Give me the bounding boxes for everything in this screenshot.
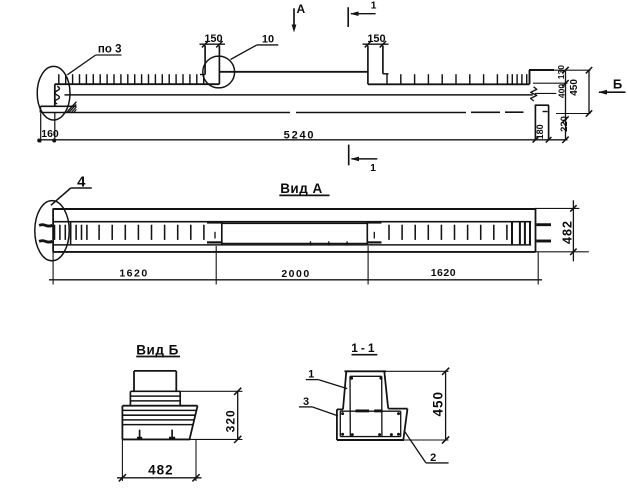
svg-text:1620: 1620 <box>431 267 456 279</box>
svg-text:450: 450 <box>431 391 446 417</box>
svg-text:2: 2 <box>430 452 436 464</box>
svg-text:1: 1 <box>370 162 376 174</box>
svg-text:130: 130 <box>556 65 566 79</box>
svg-text:А: А <box>296 2 305 16</box>
svg-text:160: 160 <box>41 128 59 140</box>
svg-text:Вид Б: Вид Б <box>136 342 179 357</box>
svg-text:10: 10 <box>262 34 274 46</box>
svg-text:482: 482 <box>561 220 575 244</box>
svg-text:482: 482 <box>148 463 174 478</box>
svg-text:Б: Б <box>613 77 622 92</box>
svg-text:по 3: по 3 <box>98 43 122 55</box>
svg-text:1-1: 1-1 <box>351 341 377 355</box>
svg-text:1: 1 <box>371 0 377 12</box>
svg-text:1620: 1620 <box>119 268 148 280</box>
svg-text:5240: 5240 <box>284 130 316 142</box>
svg-text:Вид А: Вид А <box>280 181 323 196</box>
svg-text:450: 450 <box>569 79 580 96</box>
svg-text:150: 150 <box>204 33 222 45</box>
svg-text:150: 150 <box>367 33 385 45</box>
svg-text:220: 220 <box>559 116 570 132</box>
svg-text:320: 320 <box>224 409 238 432</box>
svg-text:3: 3 <box>303 396 309 408</box>
svg-text:2000: 2000 <box>281 268 310 280</box>
svg-text:400: 400 <box>557 84 567 98</box>
svg-text:4: 4 <box>77 174 86 191</box>
svg-text:1: 1 <box>308 369 314 381</box>
svg-text:180: 180 <box>535 124 545 139</box>
